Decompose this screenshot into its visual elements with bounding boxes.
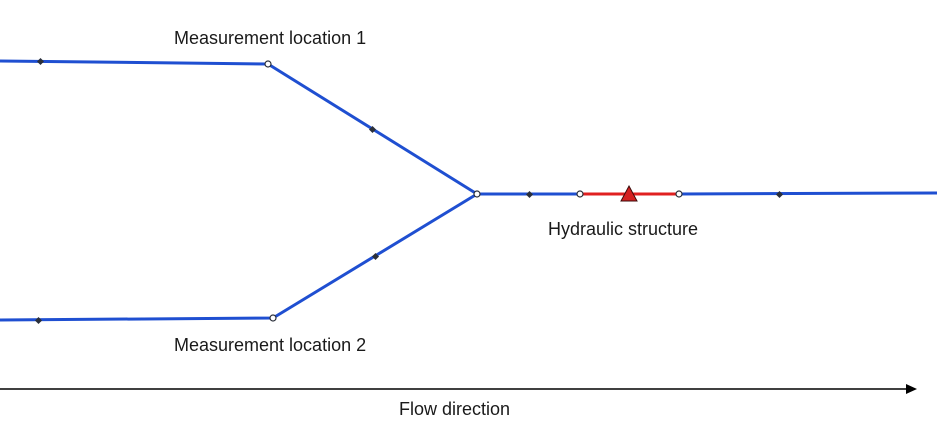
node-confluence[interactable] xyxy=(473,190,481,198)
measurement-location-2-label: Measurement location 2 xyxy=(174,335,367,355)
hydraulic-structure-label: Hydraulic structure xyxy=(548,219,699,239)
vertex-marker[interactable] xyxy=(775,190,784,199)
vertex-marker[interactable] xyxy=(36,57,45,66)
vertex-marker[interactable] xyxy=(368,125,377,134)
vertex-marker[interactable] xyxy=(371,252,380,261)
vertex-markers xyxy=(34,57,784,325)
measurement-location-1-label: Measurement location 1 xyxy=(174,28,367,48)
vertex-marker[interactable] xyxy=(34,316,43,325)
node-measurement-1[interactable] xyxy=(264,60,272,68)
triangle-marker-icon[interactable] xyxy=(620,184,638,202)
node-structure-start[interactable] xyxy=(576,190,584,198)
node-measurement-2[interactable] xyxy=(269,314,277,322)
vertex-marker[interactable] xyxy=(525,190,534,199)
arrow-right-icon xyxy=(906,384,917,394)
downstream-channel-lower-reach xyxy=(678,191,937,196)
node-structure-end[interactable] xyxy=(675,190,683,198)
lower-branch-channel xyxy=(0,192,478,322)
upper-branch-channel xyxy=(0,59,478,196)
node-markers xyxy=(264,60,683,322)
flow-direction-label: Flow direction xyxy=(399,399,511,419)
